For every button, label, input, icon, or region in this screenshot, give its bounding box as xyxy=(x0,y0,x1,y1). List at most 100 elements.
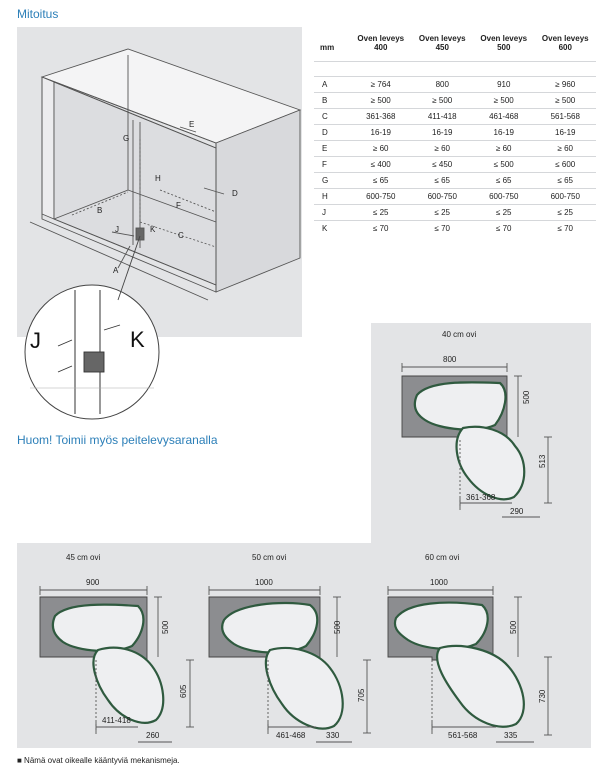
table-cell: 16-19 xyxy=(534,124,596,141)
table-cell: ≤ 25 xyxy=(411,204,473,221)
table-cell: 411-418 xyxy=(411,108,473,125)
row-label: E xyxy=(314,140,350,157)
cabinet-label-f: F xyxy=(176,201,181,210)
table-cell: ≤ 600 xyxy=(534,156,596,173)
cabinet-label-e: E xyxy=(189,120,194,129)
table-cell: ≥ 60 xyxy=(350,140,412,157)
table-cell: 16-19 xyxy=(350,124,412,141)
table-cell: ≤ 25 xyxy=(350,204,412,221)
table-cell: ≥ 764 xyxy=(350,76,412,93)
dim-width: 1000 xyxy=(430,578,448,587)
cabinet-label-c: C xyxy=(178,231,184,240)
table-cell: ≤ 65 xyxy=(411,172,473,189)
dim-offset: 260 xyxy=(146,731,160,740)
table-cell: ≥ 960 xyxy=(534,76,596,93)
cabinet-label-g: G xyxy=(123,134,129,143)
table-row: E≥ 60≥ 60≥ 60≥ 60 xyxy=(314,140,596,157)
dim-side: 730 xyxy=(538,689,547,703)
zoom-label-j: J xyxy=(30,328,41,353)
table-cell: 361-368 xyxy=(350,108,412,125)
cabinet-label-b: B xyxy=(97,206,102,215)
dim-depth: 500 xyxy=(522,390,531,404)
table-corner: mm xyxy=(320,42,335,52)
table-cell: ≤ 500 xyxy=(473,156,535,173)
table-cell: 600-750 xyxy=(534,188,596,205)
dim-width: 800 xyxy=(443,355,457,364)
table-row: G≤ 65≤ 65≤ 65≤ 65 xyxy=(314,172,596,189)
table-cell: ≤ 25 xyxy=(473,204,535,221)
dim-offset: 335 xyxy=(504,731,518,740)
table-cell: ≤ 400 xyxy=(350,156,412,173)
page-title: Mitoitus xyxy=(17,7,59,21)
table-cell: ≤ 70 xyxy=(473,220,535,236)
table-cell: ≤ 70 xyxy=(350,220,412,236)
row-label: G xyxy=(314,172,350,189)
table-spacer-row xyxy=(314,61,596,77)
table-cell: ≥ 60 xyxy=(534,140,596,157)
diagram-caption: 50 cm ovi xyxy=(252,553,287,562)
cabinet-label-k: K xyxy=(150,225,156,234)
row-label: F xyxy=(314,156,350,173)
dim-depth: 500 xyxy=(161,620,170,634)
dim-width: 900 xyxy=(86,578,100,587)
table-row: K≤ 70≤ 70≤ 70≤ 70 xyxy=(314,220,596,236)
table-cell: ≤ 65 xyxy=(350,172,412,189)
diagram-caption: 45 cm ovi xyxy=(66,553,101,562)
table-cell: 800 xyxy=(411,76,473,93)
row-label: B xyxy=(314,92,350,109)
cabinet-label-a: A xyxy=(113,266,119,275)
row-label: J xyxy=(314,204,350,221)
table-cell: 16-19 xyxy=(411,124,473,141)
table-cell: ≥ 500 xyxy=(350,92,412,109)
dim-side: 705 xyxy=(357,688,366,702)
table-cell: ≥ 60 xyxy=(411,140,473,157)
note-text: Huom! Toimii myös peitelevysaranalla xyxy=(17,433,218,447)
dim-side: 513 xyxy=(538,454,547,468)
table-row: B≥ 500≥ 500≥ 500≥ 500 xyxy=(314,92,596,109)
cabinet-label-d: D xyxy=(232,189,238,198)
row-label: A xyxy=(314,76,350,93)
row-label: H xyxy=(314,188,350,205)
row-label: D xyxy=(314,124,350,141)
dim-c: 461-468 xyxy=(276,731,306,740)
table-cell: ≥ 500 xyxy=(411,92,473,109)
table-cell: 16-19 xyxy=(473,124,535,141)
table-cell: 600-750 xyxy=(411,188,473,205)
table-cell: ≥ 500 xyxy=(473,92,535,109)
table-cell: ≤ 65 xyxy=(473,172,535,189)
dim-offset: 290 xyxy=(510,507,524,516)
table-row: F≤ 400≤ 450≤ 500≤ 600 xyxy=(314,156,596,173)
table-cell: ≥ 60 xyxy=(473,140,535,157)
dim-depth: 500 xyxy=(333,620,342,634)
table-cell: 600-750 xyxy=(350,188,412,205)
dim-width: 1000 xyxy=(255,578,273,587)
zoom-label-k: K xyxy=(130,327,145,352)
dim-c: 411-418 xyxy=(102,716,131,725)
table-cell: 561-568 xyxy=(534,108,596,125)
footnote: ■ Nämä ovat oikealle kääntyviä mekanisme… xyxy=(17,756,180,765)
table-cell: 600-750 xyxy=(473,188,535,205)
dim-c: 561-568 xyxy=(448,731,478,740)
cabinet-label-h: H xyxy=(155,174,161,183)
table-row: J≤ 25≤ 25≤ 25≤ 25 xyxy=(314,204,596,221)
table-cell: ≤ 70 xyxy=(411,220,473,236)
row-label: K xyxy=(314,220,350,236)
table-cell: ≥ 500 xyxy=(534,92,596,109)
cabinet-label-j: J xyxy=(115,225,119,234)
table-cell: ≤ 450 xyxy=(411,156,473,173)
table-cell: 910 xyxy=(473,76,535,93)
table-cell: ≤ 70 xyxy=(534,220,596,236)
